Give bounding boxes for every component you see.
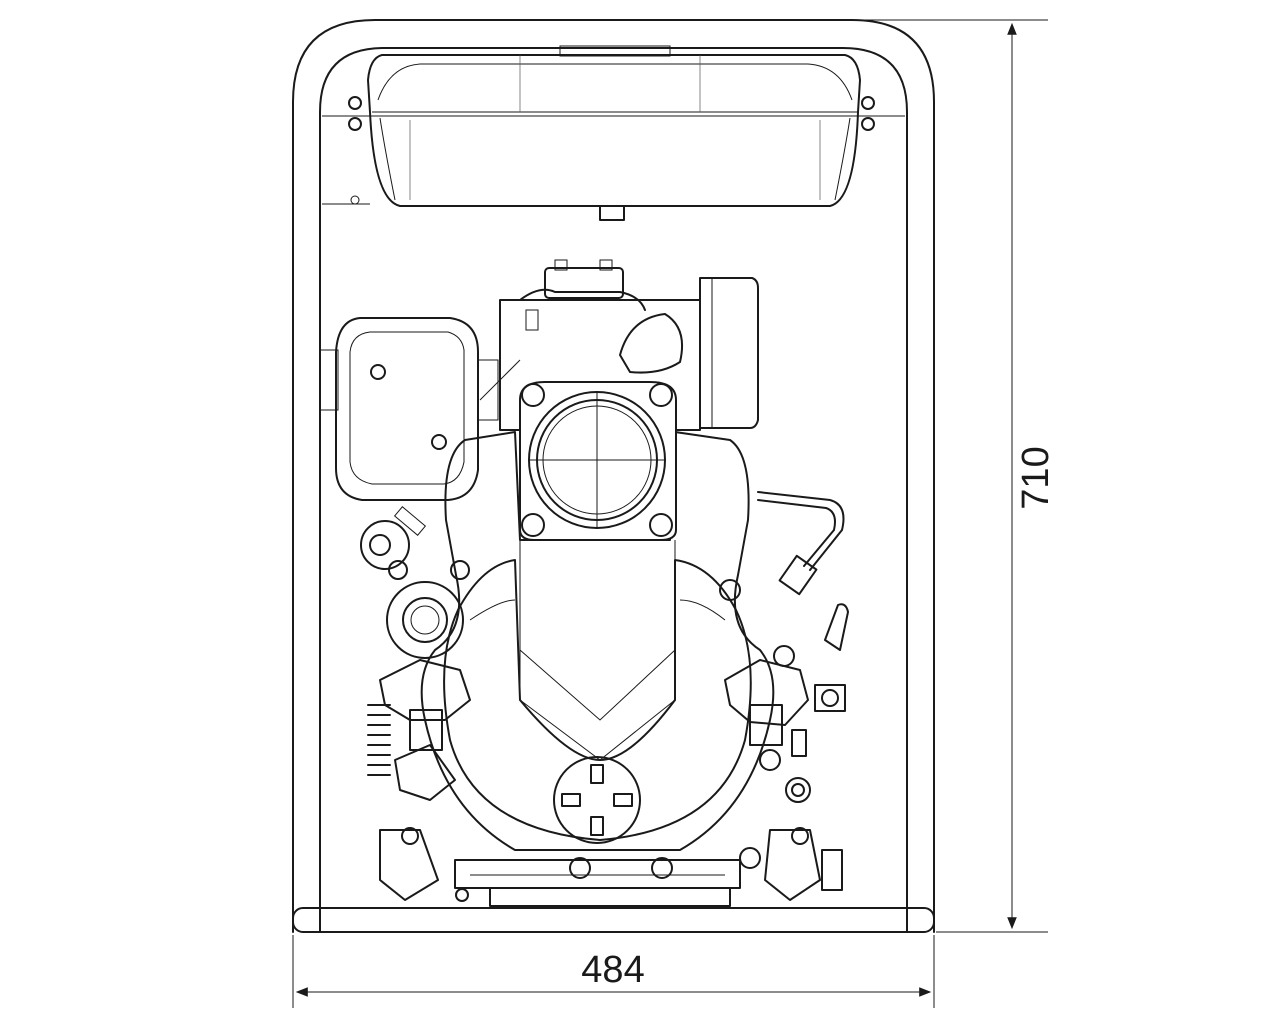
left-accessories <box>360 506 471 901</box>
air-filter <box>335 317 499 501</box>
width-dimension-label: 484 <box>581 949 644 991</box>
right-accessories <box>719 491 849 901</box>
pump-base <box>454 847 761 907</box>
height-dimension-label: 710 <box>1015 446 1057 509</box>
outlet-flange <box>519 381 677 541</box>
engine-block <box>479 259 759 431</box>
cooling-fins <box>367 704 391 776</box>
fuel-tank <box>348 45 875 221</box>
drain-plug <box>553 756 641 844</box>
height-dimension: 710 <box>860 19 1057 933</box>
pump-housing <box>420 431 775 851</box>
width-dimension: 484 <box>292 935 935 1008</box>
roll-frame <box>292 19 935 933</box>
